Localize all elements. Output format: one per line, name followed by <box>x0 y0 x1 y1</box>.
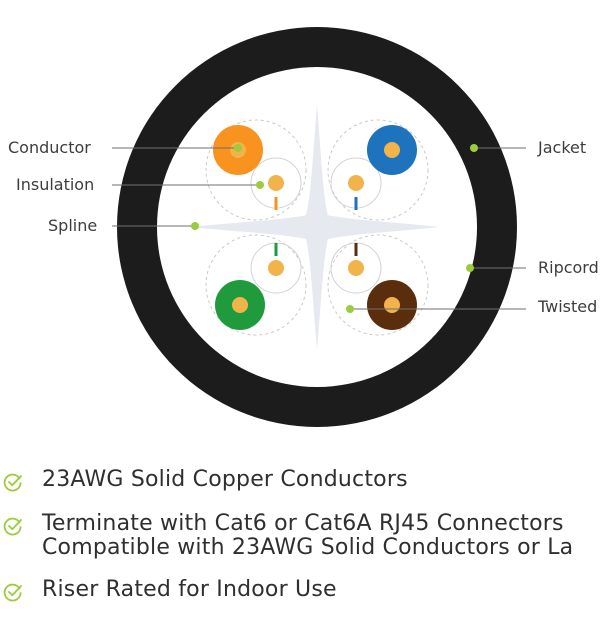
twisted-wires <box>268 175 364 276</box>
pair-outlines <box>205 119 429 336</box>
feature-text-line-2: Compatible with 23AWG Solid Conductors o… <box>42 535 574 560</box>
callout-spline: Spline <box>48 216 98 235</box>
copper-core <box>232 297 248 313</box>
feature-text: 23AWG Solid Copper Conductors <box>42 467 408 492</box>
twisted-wire-core <box>268 175 284 191</box>
feature-item: Terminate with Cat6 or Cat6A RJ45 Connec… <box>0 512 600 572</box>
feature-text-line-1: Terminate with Cat6 or Cat6A RJ45 Connec… <box>42 511 564 536</box>
leader-lines <box>112 147 526 310</box>
callout-conductor: Conductor <box>8 138 91 157</box>
copper-core <box>384 142 400 158</box>
copper-core <box>384 297 400 313</box>
feature-list: 23AWG Solid Copper Conductors Terminate … <box>0 458 600 602</box>
check-circle-icon <box>3 517 22 536</box>
feature-item: 23AWG Solid Copper Conductors <box>0 468 600 528</box>
callout-twisted: Twisted <box>538 297 598 316</box>
check-circle-icon <box>3 473 22 492</box>
twisted-wire-core <box>268 260 284 276</box>
feature-item: Riser Rated for Indoor Use <box>0 578 600 638</box>
callout-insulation: Insulation <box>16 175 95 194</box>
callout-jacket: Jacket <box>538 138 587 157</box>
callout-ripcord: Ripcord <box>538 258 599 277</box>
check-circle-icon <box>3 583 22 602</box>
callout-dots <box>191 144 478 313</box>
twisted-wire-core <box>348 260 364 276</box>
cable-cross-section-diagram <box>112 27 526 427</box>
twisted-wire-core <box>348 175 364 191</box>
feature-text: Riser Rated for Indoor Use <box>42 577 337 602</box>
spline <box>188 105 440 350</box>
